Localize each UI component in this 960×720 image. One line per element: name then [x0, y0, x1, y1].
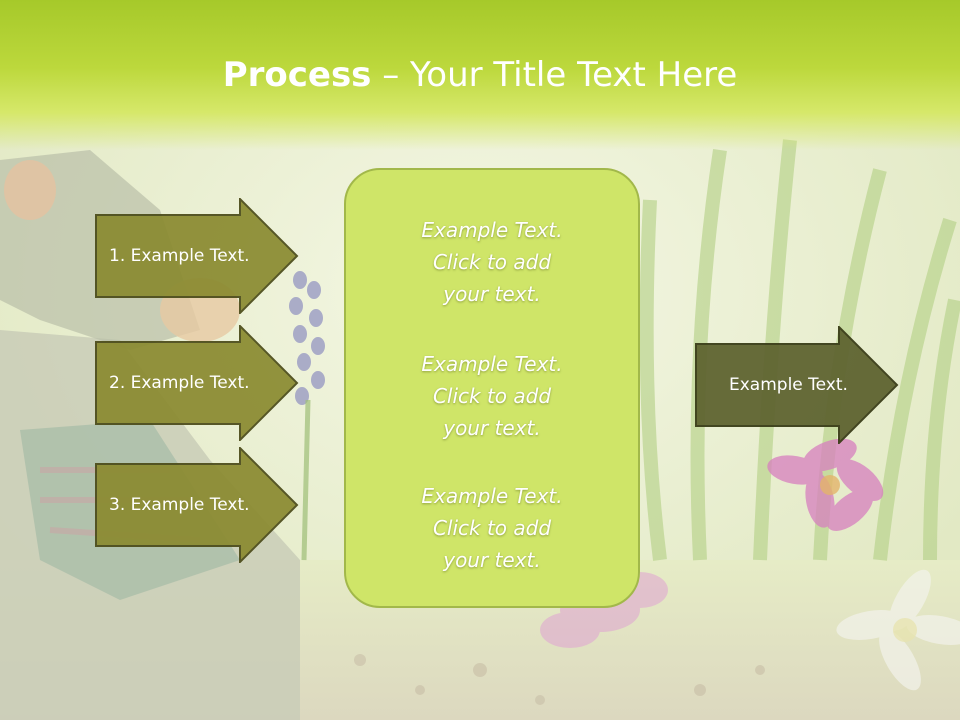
block-1-line-3: your text.	[443, 282, 541, 306]
block-1-line-1: Example Text.	[421, 218, 563, 242]
block-2-line-1: Example Text.	[421, 352, 563, 376]
left-arrow-3-label: 3. Example Text.	[109, 495, 250, 515]
block-3-line-2: Click to add	[432, 516, 552, 540]
left-arrow-3[interactable]: 3. Example Text.	[95, 447, 299, 563]
block-3-line-3: your text.	[443, 548, 541, 572]
arrow-shape-icon	[95, 325, 299, 441]
center-text-block-2[interactable]: Example Text. Click to add your text.	[346, 348, 638, 444]
center-text-block-1[interactable]: Example Text. Click to add your text.	[346, 214, 638, 310]
block-3-line-1: Example Text.	[421, 484, 563, 508]
left-arrow-1-label: 1. Example Text.	[109, 246, 250, 266]
right-arrow[interactable]: Example Text.	[695, 326, 899, 444]
center-text-box[interactable]: Example Text. Click to add your text. Ex…	[344, 168, 640, 608]
block-2-line-3: your text.	[443, 416, 541, 440]
block-2-line-2: Click to add	[432, 384, 552, 408]
right-arrow-label: Example Text.	[729, 375, 848, 395]
left-arrow-2[interactable]: 2. Example Text.	[95, 325, 299, 441]
arrow-shape-icon	[695, 326, 899, 444]
arrow-shape-icon	[95, 447, 299, 563]
left-arrow-1[interactable]: 1. Example Text.	[95, 198, 299, 314]
block-1-line-2: Click to add	[432, 250, 552, 274]
header-band	[0, 0, 960, 150]
slide-title[interactable]: Process – Your Title Text Here	[0, 52, 960, 98]
center-text-block-3[interactable]: Example Text. Click to add your text.	[346, 480, 638, 576]
left-arrow-2-label: 2. Example Text.	[109, 373, 250, 393]
arrow-shape-icon	[95, 198, 299, 314]
title-rest-part: – Your Title Text Here	[371, 55, 738, 95]
title-bold-part: Process	[222, 55, 372, 95]
